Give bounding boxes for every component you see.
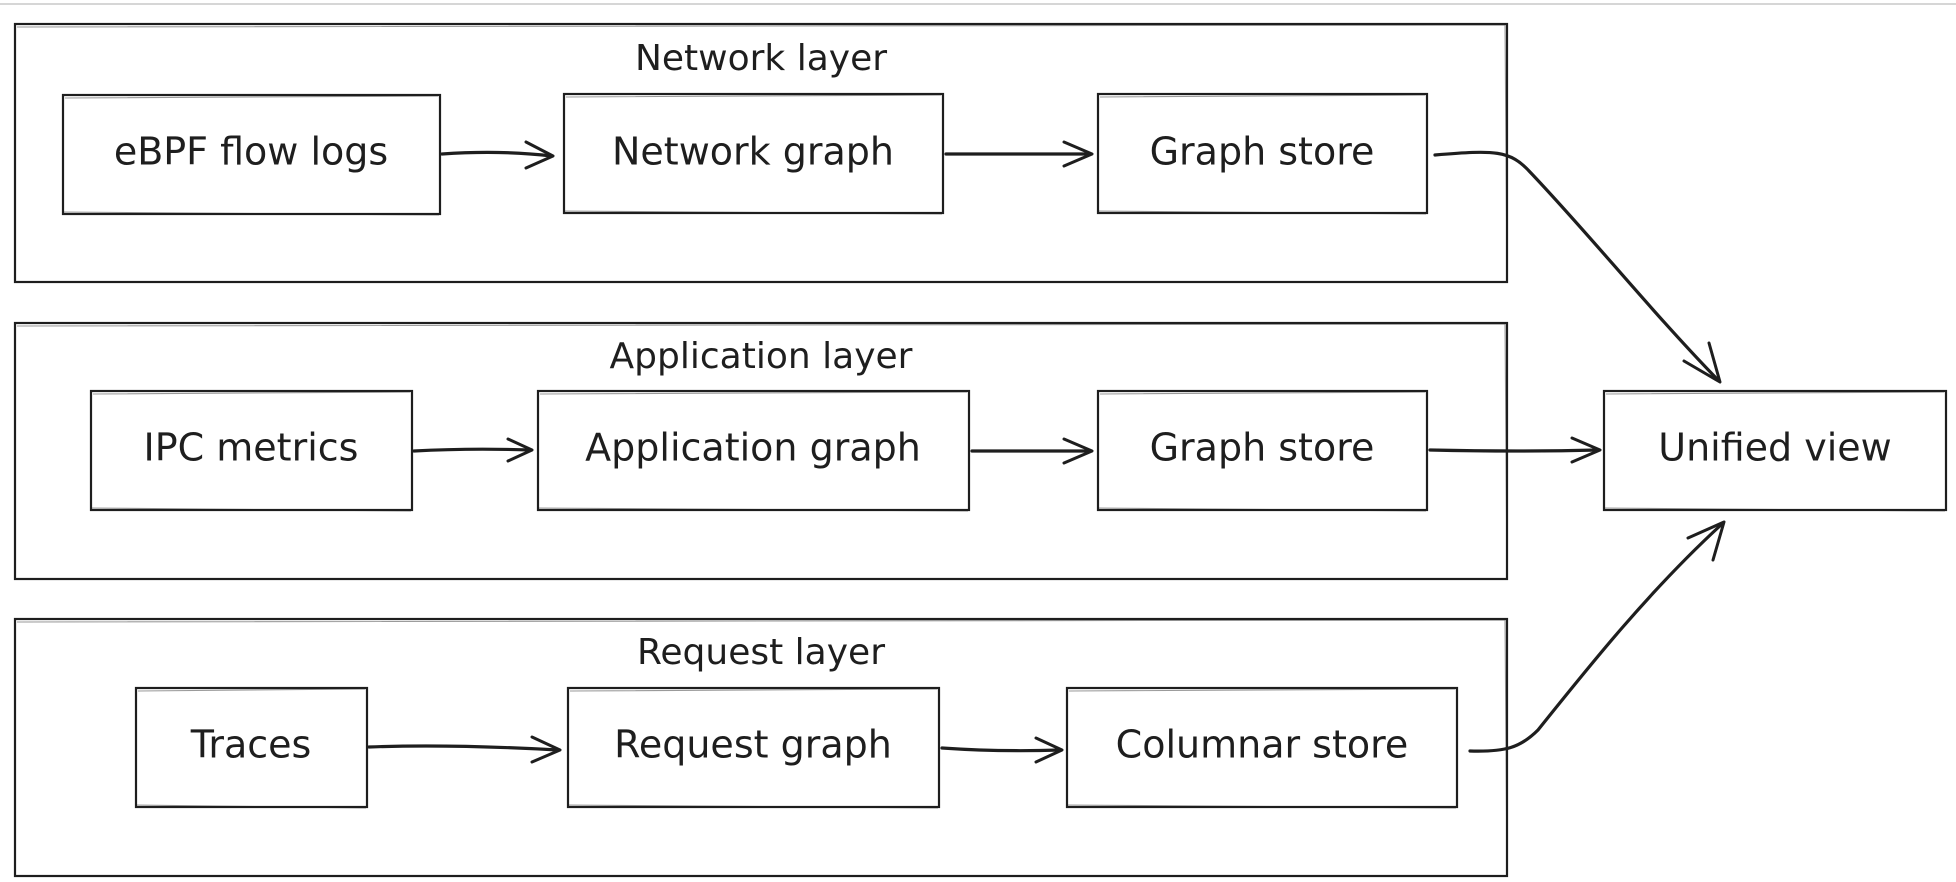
edge-request-graph-to-columnar-store (940, 736, 1064, 764)
edge-application-store-to-unified-view (1428, 436, 1602, 464)
edge-network-graph-to-graph-store (944, 140, 1094, 168)
network-layer-title: Network layer (635, 38, 887, 79)
node-network-graph-store[interactable]: Graph store (1096, 92, 1429, 215)
node-network-graph[interactable]: Network graph (562, 92, 945, 215)
edge-traces-to-request-graph (367, 735, 562, 764)
application-layer-title: Application layer (610, 336, 913, 377)
node-application-graph-label: Application graph (585, 426, 921, 470)
node-traces[interactable]: Traces (134, 686, 369, 809)
node-request-graph[interactable]: Request graph (566, 686, 941, 809)
network-layer: Network layer eBPF flow logs Network gra… (13, 22, 1509, 284)
edge-columnar-store-to-unified-view (1468, 520, 1726, 753)
node-unified-view-label: Unified view (1658, 426, 1891, 470)
request-layer: Request layer Traces Request graph Colum… (13, 617, 1509, 878)
node-ebpf-flow-logs-label: eBPF flow logs (114, 130, 388, 174)
node-ipc-metrics-label: IPC metrics (144, 426, 359, 470)
edge-ipc-to-application-graph (412, 437, 534, 463)
node-network-graph-label: Network graph (612, 130, 894, 174)
node-request-graph-label: Request graph (614, 723, 892, 767)
node-application-graph[interactable]: Application graph (536, 389, 971, 512)
node-traces-label: Traces (190, 723, 312, 767)
node-network-graph-store-label: Graph store (1150, 130, 1375, 174)
application-layer: Application layer IPC metrics Applicatio… (13, 321, 1509, 581)
request-layer-title: Request layer (637, 632, 885, 673)
node-unified-view[interactable]: Unified view (1602, 389, 1948, 512)
node-application-graph-store[interactable]: Graph store (1096, 389, 1429, 512)
node-ipc-metrics[interactable]: IPC metrics (89, 389, 414, 512)
edge-network-store-to-unified-view (1433, 150, 1722, 384)
edge-ebpf-to-network-graph (440, 140, 555, 170)
edge-application-graph-to-graph-store (970, 437, 1094, 465)
node-ebpf-flow-logs[interactable]: eBPF flow logs (61, 93, 442, 216)
node-columnar-store-label: Columnar store (1116, 723, 1409, 767)
node-columnar-store[interactable]: Columnar store (1065, 686, 1459, 809)
node-application-graph-store-label: Graph store (1150, 426, 1375, 470)
